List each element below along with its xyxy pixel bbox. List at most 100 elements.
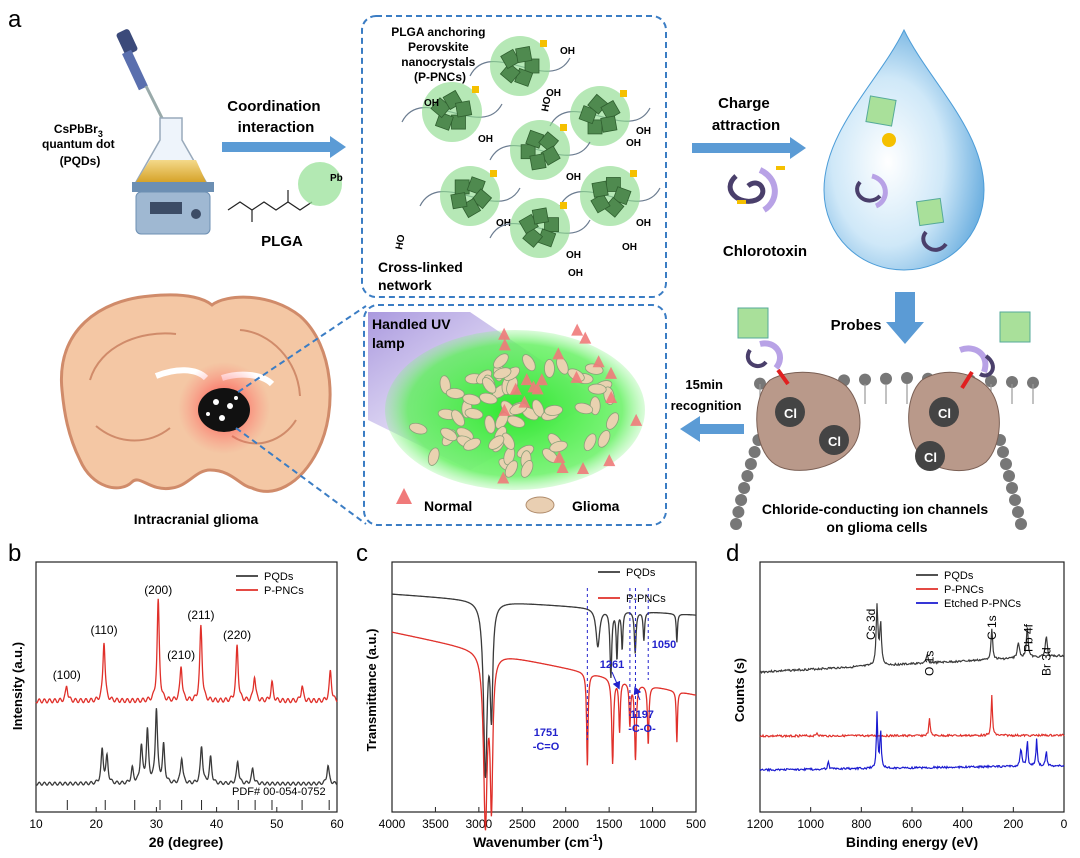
normal-cell xyxy=(579,331,592,344)
legend-label: PQDs xyxy=(264,571,294,583)
coordination-arrow xyxy=(222,136,346,158)
peak-label: (210) xyxy=(167,648,195,662)
nanocrystal-cube xyxy=(454,179,470,195)
zoom-line-bottom xyxy=(235,427,367,525)
flask-icon xyxy=(134,117,208,183)
normal-cell xyxy=(570,370,583,383)
ann-1197-group: -C-O- xyxy=(628,723,656,735)
glioma-cell xyxy=(451,409,465,427)
x-tick-label: 600 xyxy=(902,817,922,831)
lipid-head xyxy=(748,446,761,458)
ftir-ylabel: Transmittance (a.u.) xyxy=(364,629,379,752)
zoom-line-top xyxy=(237,305,367,393)
recognition-arrow xyxy=(680,416,744,442)
nanocrystal-cube xyxy=(531,207,549,225)
plga-label: PLGA xyxy=(261,233,303,250)
brain-caption: Intracranial glioma xyxy=(134,511,259,527)
nanocrystal-cube xyxy=(434,111,454,131)
brain-illustration xyxy=(59,293,332,493)
lipid-head xyxy=(744,458,757,470)
cluster-glow xyxy=(510,120,570,180)
normal-cell xyxy=(497,471,510,484)
lipid-head xyxy=(1012,506,1024,518)
xps-ylabel: Counts (s) xyxy=(732,658,747,722)
x-tick-label: 50 xyxy=(270,817,284,831)
bound-probes xyxy=(737,307,1031,390)
xrd-plot-frame xyxy=(35,561,338,813)
panel-d-letter: d xyxy=(726,540,739,567)
glioma-cell xyxy=(493,367,512,380)
peak-label: (211) xyxy=(187,608,214,622)
glioma-cell xyxy=(544,359,555,378)
legend-label: PQDs xyxy=(944,570,974,582)
lipid-head xyxy=(1009,494,1021,506)
x-tick-label: 400 xyxy=(953,817,973,831)
network-caption: Cross-linked network xyxy=(378,259,467,293)
charge-attraction-arrow xyxy=(692,137,806,159)
ann-1050: 1050 xyxy=(652,639,676,651)
lipid-head xyxy=(901,372,913,384)
glioma-cell xyxy=(427,447,440,466)
normal-cell xyxy=(592,355,605,368)
x-tick-label: 3500 xyxy=(422,817,449,831)
recognition-label: 15min recognition xyxy=(671,377,742,413)
ftir-line-ppncs xyxy=(391,631,697,831)
hydroxyl-label: OH xyxy=(636,126,651,137)
xps-line-etched xyxy=(759,711,1065,773)
imaging-box xyxy=(363,304,667,526)
qd-label: CsPbBr3 quantum dot (PQDs) xyxy=(42,122,118,168)
lipid-head xyxy=(1003,470,1015,482)
cluster-glow xyxy=(510,198,570,258)
lipid-head xyxy=(880,372,892,385)
normal-cell xyxy=(577,462,590,475)
legend-label: P-PNCs xyxy=(264,585,304,597)
cl-ion-label: Cl xyxy=(784,406,797,421)
chlorotoxin-icon xyxy=(727,166,785,213)
hydroxyl-label: OH xyxy=(622,242,637,253)
hydroxyl-label: OH xyxy=(568,268,583,279)
ann-1197: 1197 xyxy=(630,709,654,721)
glioma-cell xyxy=(462,393,481,406)
normal-cell xyxy=(603,454,616,467)
x-tick-label: 1500 xyxy=(596,817,623,831)
hydroxyl-label: OH xyxy=(566,172,581,183)
hydroxyl-label: OH xyxy=(478,134,493,145)
solution-drop xyxy=(823,28,985,271)
probes-label: Probes xyxy=(831,317,882,334)
legend-label: Etched P-PNCs xyxy=(944,598,1022,610)
normal-cell xyxy=(520,373,533,386)
charge-marker xyxy=(560,202,567,209)
panel-a-letter: a xyxy=(8,6,22,33)
lipid-head xyxy=(997,446,1009,458)
peak-label: (110) xyxy=(90,623,117,637)
xps-xlabel: Binding energy (eV) xyxy=(846,834,978,850)
charge-marker xyxy=(540,40,547,47)
hydroxyl-label: OH xyxy=(566,250,581,261)
hydroxyl-label: OH xyxy=(546,88,561,99)
charge-marker xyxy=(472,86,479,93)
hydroxyl-label: HO xyxy=(540,96,553,113)
nanocrystal-cube xyxy=(455,100,473,118)
glioma-cell xyxy=(520,460,534,478)
nanocrystal-cube xyxy=(515,46,533,64)
xrd-line-pqds xyxy=(35,708,338,786)
glioma-cell xyxy=(484,415,496,434)
x-tick-label: 20 xyxy=(90,817,104,831)
cl-ion-label: Cl xyxy=(938,406,951,421)
charge-marker xyxy=(560,124,567,131)
charge-attraction-label: Charge attraction xyxy=(712,95,780,134)
glioma-cell xyxy=(501,432,515,450)
legend-label: P-PNCs xyxy=(626,593,666,605)
glioma-cell xyxy=(587,383,607,395)
cluster-glow xyxy=(580,166,640,226)
xps-line-ppncs xyxy=(759,694,1065,739)
charge-marker xyxy=(630,170,637,177)
lipid-head xyxy=(1006,482,1018,494)
hydroxyl-label: OH xyxy=(560,46,575,57)
glioma-cell xyxy=(504,460,518,478)
lipid-head xyxy=(985,375,997,388)
glioma-cell-icon xyxy=(525,496,555,514)
glioma-cell xyxy=(522,354,536,372)
